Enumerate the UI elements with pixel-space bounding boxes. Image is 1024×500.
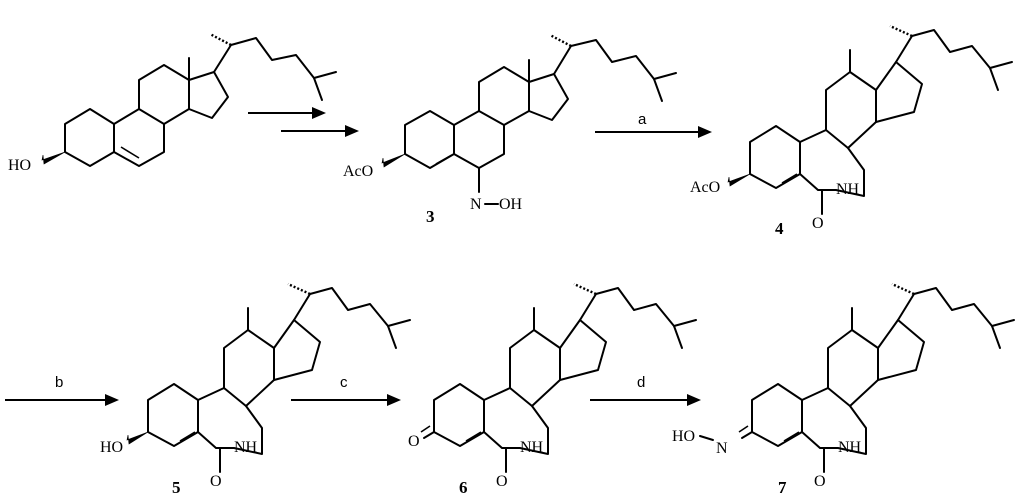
- c6-o-lactam: O: [496, 473, 508, 490]
- arrow-b-label: b: [55, 374, 63, 391]
- c5-nh: NH: [234, 439, 258, 456]
- c4-o: O: [812, 215, 824, 232]
- structure-5: [126, 282, 411, 473]
- structure-3: [381, 33, 677, 193]
- c3-oh: OH: [499, 196, 523, 213]
- structure-cholesterol: [41, 32, 337, 167]
- c3-n: N: [470, 196, 482, 213]
- c7-ho: HO: [672, 428, 695, 445]
- compound-7-label: 7: [778, 478, 787, 497]
- c7-n: N: [716, 440, 728, 457]
- structure-7: [699, 282, 1015, 473]
- arrow-a-label: a: [638, 111, 647, 128]
- c7-o: O: [814, 473, 826, 490]
- compound-4-label: 4: [775, 219, 784, 238]
- c6-o-ketone: O: [408, 433, 420, 450]
- cholesterol-ho: HO: [8, 157, 31, 174]
- arrow-c-label: c: [340, 374, 348, 391]
- c5-ho: HO: [100, 439, 123, 456]
- c6-nh: NH: [520, 439, 544, 456]
- structure-6: [420, 282, 697, 473]
- arrow-c: c: [291, 374, 401, 406]
- c4-nh: NH: [836, 181, 860, 198]
- compound-5-label: 5: [172, 478, 181, 497]
- c5-o: O: [210, 473, 222, 490]
- arrow-d-label: d: [637, 374, 645, 391]
- arrow-b: b: [5, 374, 119, 406]
- c3-aco: AcO: [343, 163, 373, 180]
- c7-nh: NH: [838, 439, 862, 456]
- structure-4: [727, 24, 1013, 215]
- arrow-a: a: [595, 111, 712, 138]
- compound-3-label: 3: [426, 207, 435, 226]
- compound-6-label: 6: [459, 478, 468, 497]
- arrow-cholesterol-3: [248, 107, 359, 137]
- arrow-d: d: [590, 374, 701, 406]
- c4-aco: AcO: [690, 179, 720, 196]
